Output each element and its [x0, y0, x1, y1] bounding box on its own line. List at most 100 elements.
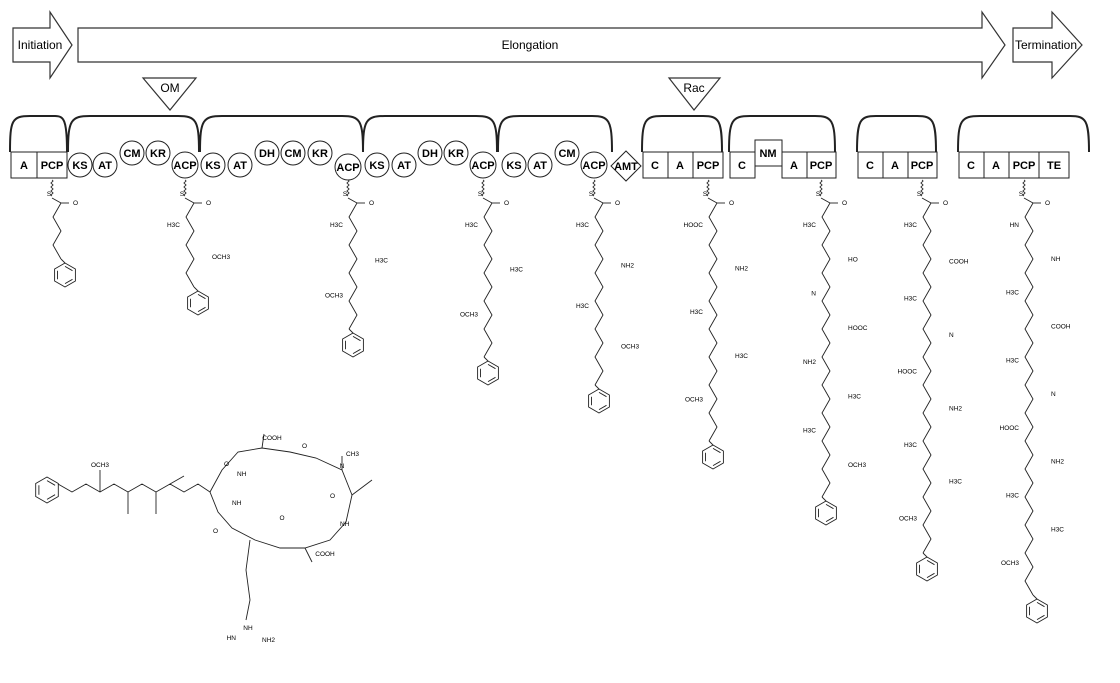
domain-kr-2: KR — [145, 140, 171, 166]
atom-label-och3: OCH3 — [685, 396, 703, 403]
atom-label-h3c: H3C — [848, 393, 861, 400]
atom-label-n: N — [340, 463, 345, 470]
atom-label-o: O — [842, 200, 847, 207]
svg-text:CM: CM — [284, 148, 301, 160]
atom-label-nh2: NH2 — [262, 637, 275, 644]
atom-label-h3c: H3C — [465, 222, 478, 229]
atom-label-nh: NH — [243, 625, 253, 632]
atom-label-o: O — [73, 200, 78, 207]
atom-label-s: S — [816, 191, 821, 198]
svg-text:KR: KR — [448, 148, 464, 160]
atom-label-ch3: CH3 — [346, 451, 359, 458]
atom-label-h3c: H3C — [904, 295, 917, 302]
atom-label-nh2: NH2 — [735, 266, 748, 273]
atom-label-h3c: H3C — [904, 442, 917, 449]
atom-label-n: N — [1051, 391, 1056, 398]
atom-label-s: S — [703, 191, 708, 198]
termination-arrow: Termination — [1012, 10, 1083, 80]
svg-text:PCP: PCP — [1013, 160, 1036, 172]
domain-c-9: C — [857, 151, 884, 179]
atom-label-nh2: NH2 — [621, 263, 634, 270]
initiation-arrow: Initiation — [12, 10, 73, 80]
atom-label-s: S — [180, 191, 185, 198]
atom-label-h3c: H3C — [510, 267, 523, 274]
atom-label-h3c: H3C — [1051, 526, 1064, 533]
atom-label-o: O — [1045, 200, 1050, 207]
svg-text:KR: KR — [312, 148, 328, 160]
atom-label-h3c: H3C — [690, 309, 703, 316]
domain-a-9: A — [882, 151, 909, 179]
atom-label-och3: OCH3 — [1001, 560, 1019, 567]
domain-dh-4: DH — [417, 140, 443, 166]
rac-label: Rac — [683, 81, 704, 95]
atom-label-s: S — [917, 191, 922, 198]
atom-label-ho: HO — [848, 256, 858, 263]
rac-triangle: Rac — [667, 77, 722, 111]
atom-label-h3c: H3C — [330, 222, 343, 229]
intermediate-1: SO — [47, 179, 78, 288]
domain-pcp-8: PCP — [806, 151, 837, 179]
termination-label: Termination — [1015, 38, 1077, 52]
atom-label-och3: OCH3 — [899, 515, 917, 522]
svg-text:A: A — [20, 160, 28, 172]
svg-text:KS: KS — [205, 160, 220, 172]
domain-ks-2: KS — [67, 152, 93, 178]
domain-at-3: AT — [227, 152, 253, 178]
domain-kr-4: KR — [443, 140, 469, 166]
atom-label-cooh: COOH — [949, 259, 969, 266]
domain-at-4: AT — [391, 152, 417, 178]
svg-text:A: A — [790, 160, 798, 172]
svg-text:ACP: ACP — [336, 162, 359, 174]
atom-label-o: O — [330, 493, 335, 500]
atom-label-h3c: H3C — [949, 479, 962, 486]
svg-text:NM: NM — [759, 148, 776, 160]
atom-label-h3c: H3C — [735, 353, 748, 360]
atom-label-hooc: HOOC — [848, 325, 868, 332]
domain-pcp-1: PCP — [36, 151, 68, 179]
atom-label-h3c: H3C — [1006, 290, 1019, 297]
domain-c-10: C — [958, 151, 985, 179]
svg-text:TE: TE — [1047, 160, 1061, 172]
svg-text:C: C — [651, 160, 659, 172]
atom-label-cooh: COOH — [1051, 323, 1071, 330]
domain-at-5: AT — [527, 152, 553, 178]
domain-at-2: AT — [92, 152, 118, 178]
atom-label-nh: NH — [232, 500, 242, 507]
atom-label-o: O — [213, 528, 218, 535]
intermediate-structures: SOSOH3COCH3SOH3CH3COCH3SOH3CH3COCH3SOH3C… — [35, 179, 1071, 644]
atom-label-och3: OCH3 — [848, 462, 866, 469]
domain-dh-3: DH — [254, 140, 280, 166]
atom-label-o: O — [302, 443, 307, 450]
atom-label-cooh: COOH — [315, 551, 335, 558]
atom-label-h3c: H3C — [1006, 493, 1019, 500]
domain-amt: AMT — [610, 150, 642, 182]
domain-te-10: TE — [1038, 151, 1070, 179]
om-label: OM — [160, 81, 179, 95]
domain-c-8: C — [729, 151, 756, 179]
om-triangle: OM — [141, 77, 198, 111]
atom-label-o: O — [504, 200, 509, 207]
domain-cm-2: CM — [119, 140, 145, 166]
atom-label-o: O — [943, 200, 948, 207]
svg-text:KS: KS — [369, 160, 384, 172]
atom-label-och3: OCH3 — [621, 344, 639, 351]
domain-c-7: C — [642, 151, 669, 179]
atom-label-o: O — [369, 200, 374, 207]
domain-pcp-9: PCP — [907, 151, 938, 179]
atom-label-hooc: HOOC — [1000, 425, 1020, 432]
atom-label-och3: OCH3 — [460, 311, 478, 318]
domain-cm-5: CM — [554, 140, 580, 166]
svg-text:KS: KS — [72, 160, 87, 172]
atom-label-o: O — [279, 515, 284, 522]
atom-label-och3: OCH3 — [212, 254, 230, 261]
domain-a-10: A — [983, 151, 1010, 179]
